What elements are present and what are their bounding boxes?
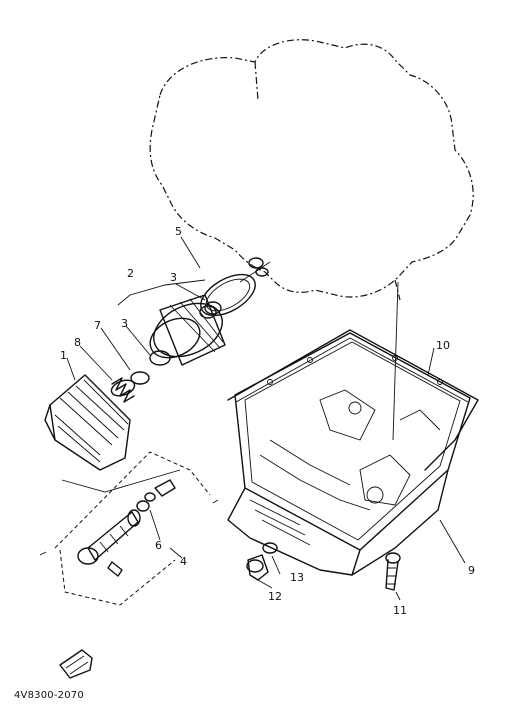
washer-5b bbox=[144, 492, 156, 502]
oil-filter-housing bbox=[149, 294, 226, 366]
o-ring-large bbox=[200, 273, 256, 317]
assembly-box-bottom bbox=[59, 549, 176, 606]
callout-1: 1 bbox=[60, 349, 67, 362]
assembly-box-top bbox=[54, 451, 211, 549]
callout-9: 9 bbox=[468, 564, 475, 577]
pan-bolt bbox=[385, 552, 401, 591]
sealant-icon bbox=[59, 649, 93, 679]
drain-plug bbox=[246, 554, 269, 581]
washer-5 bbox=[136, 500, 150, 512]
callout-10: 10 bbox=[436, 339, 450, 352]
o-ring-small-upper bbox=[204, 301, 222, 315]
leader-lines bbox=[66, 236, 466, 601]
oil-pan-gasket bbox=[227, 329, 479, 471]
callout-6: 5 bbox=[175, 225, 182, 238]
relief-valve bbox=[154, 479, 176, 497]
callout-7: 7 bbox=[94, 319, 101, 332]
union-bolt-fitting bbox=[239, 257, 271, 283]
drawing-code: 4V8300-2070 bbox=[14, 690, 84, 701]
bracket-2 bbox=[117, 279, 206, 306]
callout-13: 13 bbox=[290, 571, 304, 584]
drain-washer bbox=[262, 542, 278, 554]
washer bbox=[130, 371, 150, 385]
callout-5: 6 bbox=[155, 539, 162, 552]
crankcase-phantom-outline bbox=[149, 39, 474, 301]
callout-3-lower: 3 bbox=[121, 317, 128, 330]
arrow-marker-right bbox=[212, 499, 219, 504]
bracket-1 bbox=[61, 469, 181, 493]
callout-8: 8 bbox=[74, 336, 81, 349]
oil-pipe bbox=[392, 281, 399, 441]
callout-12: 12 bbox=[268, 590, 282, 603]
callout-2: 2 bbox=[127, 267, 134, 280]
o-ring-small bbox=[149, 350, 171, 366]
callout-4: 4 bbox=[180, 555, 187, 568]
oil-filter-element bbox=[44, 374, 131, 471]
spring bbox=[110, 377, 136, 403]
callout-11: 11 bbox=[393, 604, 407, 617]
callout-3-upper: 3 bbox=[170, 271, 177, 284]
filter-bolt bbox=[77, 509, 141, 577]
arrow-marker-left bbox=[39, 551, 47, 556]
oil-pan bbox=[227, 332, 471, 576]
